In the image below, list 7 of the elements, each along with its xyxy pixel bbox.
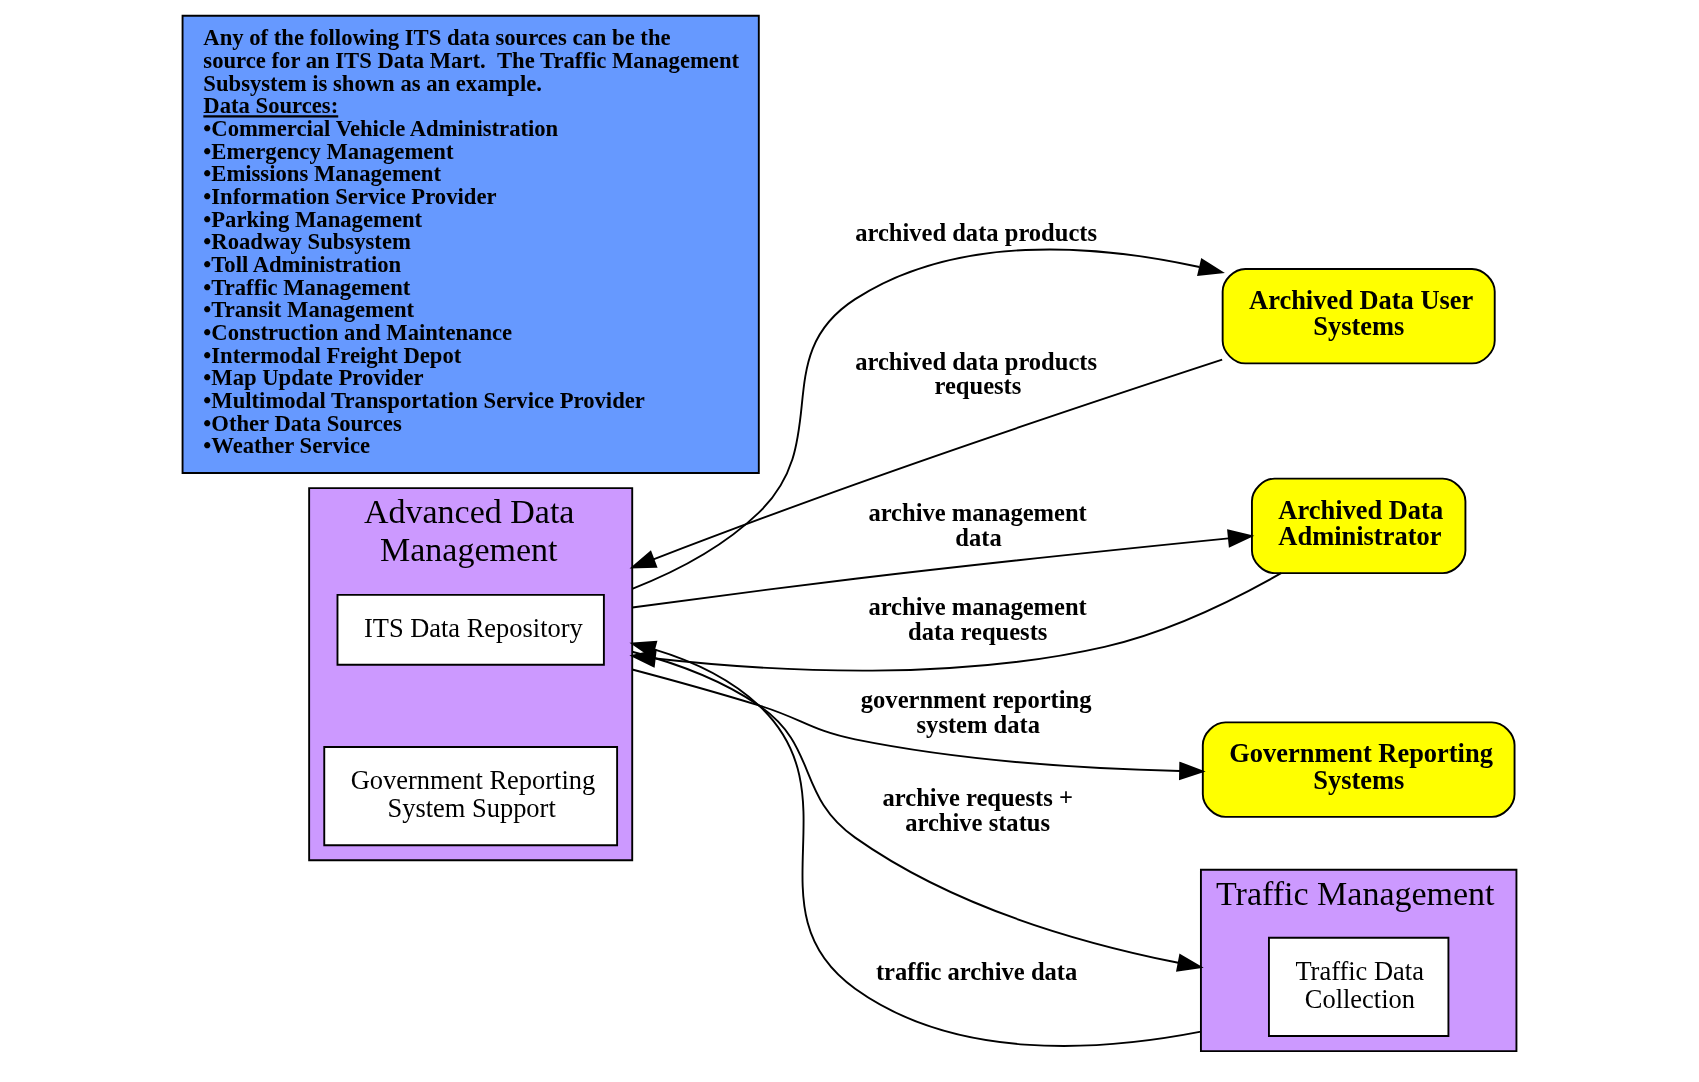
edge-label: traffic archive data — [875, 958, 1078, 986]
edge-label: archive management data — [868, 498, 1087, 551]
edge-label: archive management data requests — [868, 593, 1087, 645]
edge-label: government reporting system data — [860, 686, 1092, 738]
edge-label: archive requests + archive status — [882, 784, 1073, 836]
edge-label: archived data products — [855, 219, 1098, 247]
edge-label: archived data products requests — [855, 347, 1098, 400]
